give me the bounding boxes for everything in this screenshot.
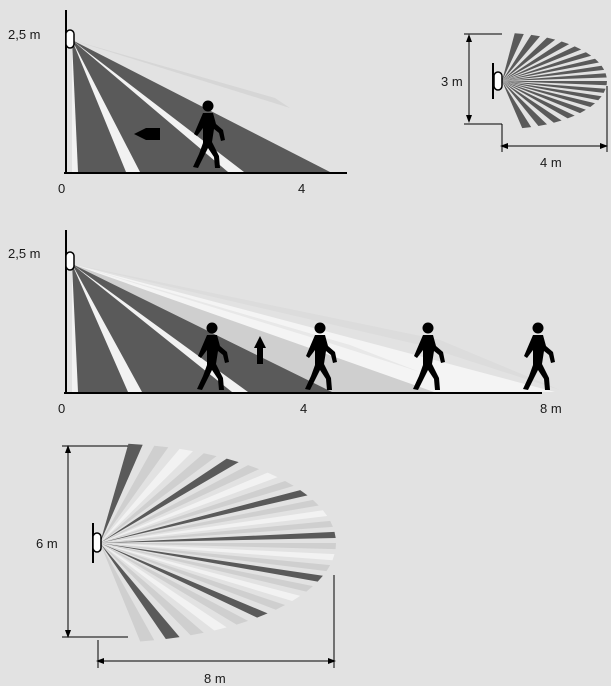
small-fan-wedge xyxy=(502,81,532,129)
small-plan-width-label: 3 m xyxy=(441,74,463,89)
large-fan-wedge xyxy=(100,543,204,636)
mid-zone-near xyxy=(72,264,332,392)
top-sensor-icon xyxy=(65,29,75,49)
large-fan-wedge xyxy=(100,543,268,618)
small-fan-wedge xyxy=(502,81,562,123)
large-fan-wedge xyxy=(100,490,308,543)
small-plan-width-arrow-top xyxy=(466,34,472,42)
small-fan-wedge xyxy=(502,33,524,81)
top-zone-stripe-3 xyxy=(72,40,244,172)
large-plan-width-arrow-bottom xyxy=(65,630,71,638)
large-fan-wedge xyxy=(100,472,278,543)
large-fan-wedge xyxy=(100,531,336,543)
small-fan-wedge xyxy=(502,81,607,86)
top-side-view: 2,5 m 0 4 xyxy=(8,10,347,196)
mid-zone-stripe-2 xyxy=(72,264,142,392)
large-fan-wedge xyxy=(100,510,328,543)
large-fan-wedge xyxy=(100,543,180,639)
top-zone-stripe-2 xyxy=(72,40,140,172)
large-plan-sensor-icon xyxy=(92,532,102,553)
small-fan-wedge xyxy=(502,37,556,81)
large-plan-depth-arrow-left xyxy=(96,658,104,664)
top-zone-base xyxy=(72,40,330,172)
small-plan-depth-label: 4 m xyxy=(540,155,562,170)
small-plan-depth-arrow-left xyxy=(500,143,508,149)
top-x-tick-label: 4 xyxy=(298,181,305,196)
small-fan-wedge xyxy=(502,81,595,107)
large-fan-wedge xyxy=(100,543,249,625)
small-fan-wedge xyxy=(502,81,575,119)
small-fan-zone xyxy=(502,33,607,129)
top-plan-view: 3 m 4 m xyxy=(441,33,608,170)
small-plan-width-arrow-bottom xyxy=(466,115,472,123)
small-fan-wedge xyxy=(502,81,586,114)
large-fan-wedge xyxy=(100,499,319,543)
top-x-origin-label: 0 xyxy=(58,181,65,196)
large-fan-wedge xyxy=(100,543,335,561)
small-fan-wedge xyxy=(502,52,592,81)
mid-zone-stripe-3 xyxy=(72,264,248,392)
small-fan-wedge xyxy=(502,81,606,93)
large-fan-wedge xyxy=(100,543,313,592)
small-fan-wedge xyxy=(502,65,605,81)
large-fan-wedge xyxy=(100,448,193,543)
small-plan-depth-arrow-right xyxy=(600,143,608,149)
large-fan-wedge xyxy=(100,458,239,543)
large-fan-wedge xyxy=(100,543,227,631)
large-plan-depth-label: 8 m xyxy=(204,671,226,686)
mid-zone-stripe-1 xyxy=(72,264,78,392)
arrow-left-icon xyxy=(134,128,160,140)
large-fan-wedge xyxy=(100,543,331,572)
large-fan-wedge xyxy=(100,443,143,543)
large-fan-wedge xyxy=(100,465,260,543)
large-plan-width-arrow-top xyxy=(65,445,71,453)
small-fan-wedge xyxy=(502,58,599,81)
large-fan-zone xyxy=(100,443,336,642)
small-fan-wedge xyxy=(502,46,582,81)
large-fan-wedge xyxy=(100,543,336,550)
small-plan-sensor-icon xyxy=(493,71,503,91)
large-fan-wedge xyxy=(100,543,155,642)
small-fan-wedge xyxy=(502,41,570,81)
bottom-plan-view: 6 m 8 m xyxy=(36,443,336,686)
large-fan-wedge xyxy=(100,445,169,543)
large-fan-wedge xyxy=(100,481,294,543)
large-fan-wedge xyxy=(100,543,301,601)
large-fan-wedge xyxy=(100,520,333,543)
mid-x-tick-label: 4 xyxy=(300,401,307,416)
walker-icon xyxy=(523,322,555,390)
top-zone-stripe-4 xyxy=(72,40,290,108)
large-fan-wedge xyxy=(100,543,323,582)
large-fan-wedge xyxy=(100,453,217,543)
mid-x-end-label: 8 m xyxy=(540,401,562,416)
large-plan-width-label: 6 m xyxy=(36,536,58,551)
small-fan-wedge xyxy=(502,73,607,81)
small-fan-wedge xyxy=(502,81,547,126)
small-fan-wedge xyxy=(502,81,602,101)
middle-side-view: 2,5 m 0 4 8 m xyxy=(8,230,562,416)
large-fan-wedge xyxy=(100,543,286,610)
mid-sensor-icon xyxy=(65,251,75,271)
mid-height-label: 2,5 m xyxy=(8,246,41,261)
top-zone-stripe-1 xyxy=(72,40,78,172)
arrow-up-icon xyxy=(254,336,266,364)
large-plan-depth-arrow-right xyxy=(328,658,336,664)
small-fan-wedge xyxy=(502,34,540,81)
mid-x-origin-label: 0 xyxy=(58,401,65,416)
top-height-label: 2,5 m xyxy=(8,27,41,42)
